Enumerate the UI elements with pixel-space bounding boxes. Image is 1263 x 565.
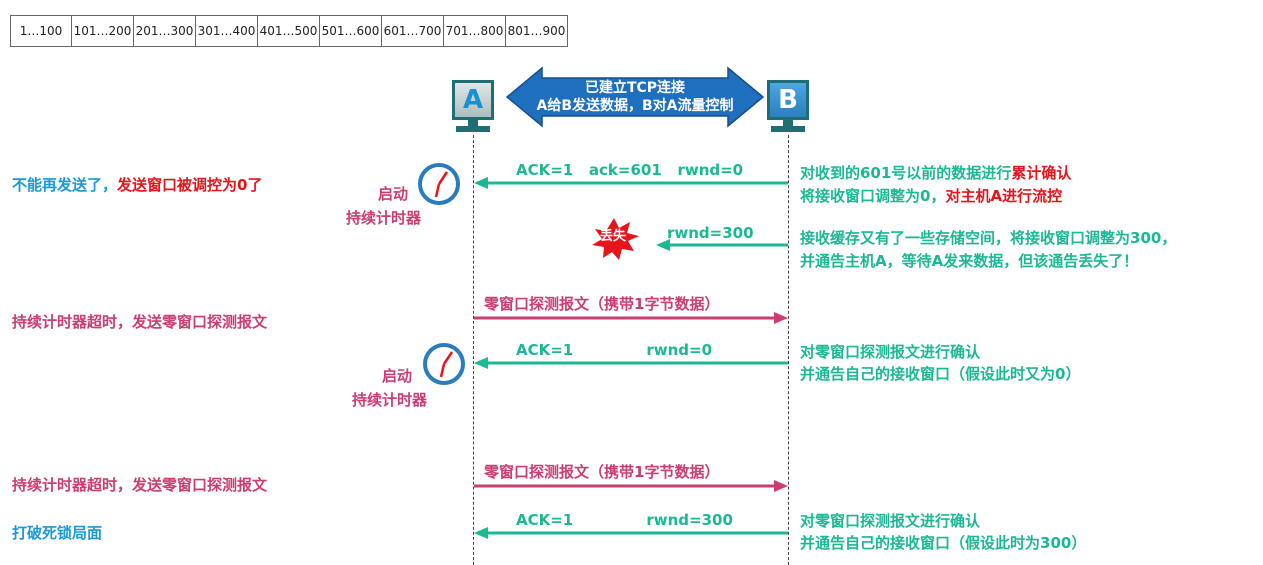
- timer1-label-line2: 持续计时器: [346, 209, 422, 227]
- loss-label: 丢失: [600, 229, 627, 244]
- segment-cell: 701…800: [443, 15, 506, 47]
- left-note-4: 打破死锁局面: [12, 524, 103, 542]
- left-note-2: 持续计时器超时，发送零窗口探测报文: [12, 313, 268, 331]
- host-a-stand: [468, 120, 478, 126]
- segment-cell: 301…400: [195, 15, 258, 47]
- left-note-1-part1: 不能再发送了，: [12, 176, 118, 194]
- host-b-lifeline: [788, 135, 789, 565]
- right-note-2-line2: 并通告主机A，等待A发来数据，但该通告丢失了！: [800, 252, 1139, 270]
- ack-rwnd300-arrow-head: [474, 527, 488, 539]
- ack-rwnd0-arrow-head: [474, 177, 488, 189]
- right-note-1b: 累计确认: [1011, 164, 1072, 182]
- message-label: ACK=1 ack=601 rwnd=0: [516, 161, 744, 179]
- message-label: 零窗口探测报文（携带1字节数据）: [484, 463, 720, 481]
- right-note-2-line1: 接收缓存又有了一些存储空间，将接收窗口调整为300，: [800, 229, 1177, 247]
- right-note-4-line1: 对零窗口探测报文进行确认: [800, 512, 981, 530]
- right-note-1c: 将接收窗口调整为0，: [800, 187, 946, 205]
- message-label: rwnd=300: [667, 224, 754, 242]
- right-note-4-line2: 并通告自己的接收窗口（假设此时为300）: [800, 534, 1087, 552]
- timer1-label-line1: 启动: [378, 185, 409, 203]
- right-note-1d: 对主机A进行流控: [945, 187, 1063, 205]
- host-a-base: [456, 126, 490, 132]
- message-label: ACK=1 rwnd=0: [516, 341, 713, 359]
- probe1-arrow-head: [774, 312, 788, 324]
- left-note-1: 不能再发送了，发送窗口被调控为0了: [12, 175, 262, 195]
- timer-clock-icon: [418, 163, 460, 205]
- segment-table: 1…100 101…200 201…300 301…400 401…500 50…: [10, 15, 568, 47]
- left-note-1-part2: 发送窗口被调控为0了: [117, 176, 263, 194]
- message-label: 零窗口探测报文（携带1字节数据）: [484, 295, 720, 313]
- segment-cell: 101…200: [71, 15, 134, 47]
- segment-cell: 801…900: [505, 15, 568, 47]
- host-b-base: [771, 126, 805, 132]
- host-a-icon: A: [452, 80, 494, 120]
- right-note-3-line1: 对零窗口探测报文进行确认: [800, 343, 981, 361]
- segment-cell: 601…700: [381, 15, 444, 47]
- timer2-label-line2: 持续计时器: [352, 391, 428, 409]
- connection-banner-line2: A给B发送数据，B对A流量控制: [536, 98, 734, 114]
- left-note-3: 持续计时器超时，发送零窗口探测报文: [12, 476, 268, 494]
- rwnd300-lost-arrow-head: [656, 239, 670, 251]
- right-note-1-line1: 对收到的601号以前的数据进行累计确认: [800, 163, 1071, 183]
- host-b-stand: [783, 120, 793, 126]
- right-note-3-line2: 并通告自己的接收窗口（假设此时又为0）: [800, 365, 1081, 383]
- right-note-1a: 对收到的601号以前的数据进行: [800, 164, 1012, 182]
- timer-clock-icon: [423, 343, 465, 385]
- ack-rwnd0-2-arrow-head: [474, 357, 488, 369]
- connection-banner-line1: 已建立TCP连接: [584, 80, 686, 96]
- segment-cell: 1…100: [10, 15, 72, 47]
- host-a-lifeline: [473, 135, 474, 565]
- connection-banner-arrow: [505, 66, 765, 128]
- timer2-label-line1: 启动: [382, 367, 413, 385]
- right-note-1-line2: 将接收窗口调整为0，对主机A进行流控: [800, 186, 1062, 206]
- host-b-icon: B: [767, 80, 809, 120]
- probe2-arrow-head: [774, 480, 788, 492]
- loss-burst-icon: [592, 218, 639, 260]
- message-label: ACK=1 rwnd=300: [516, 511, 733, 529]
